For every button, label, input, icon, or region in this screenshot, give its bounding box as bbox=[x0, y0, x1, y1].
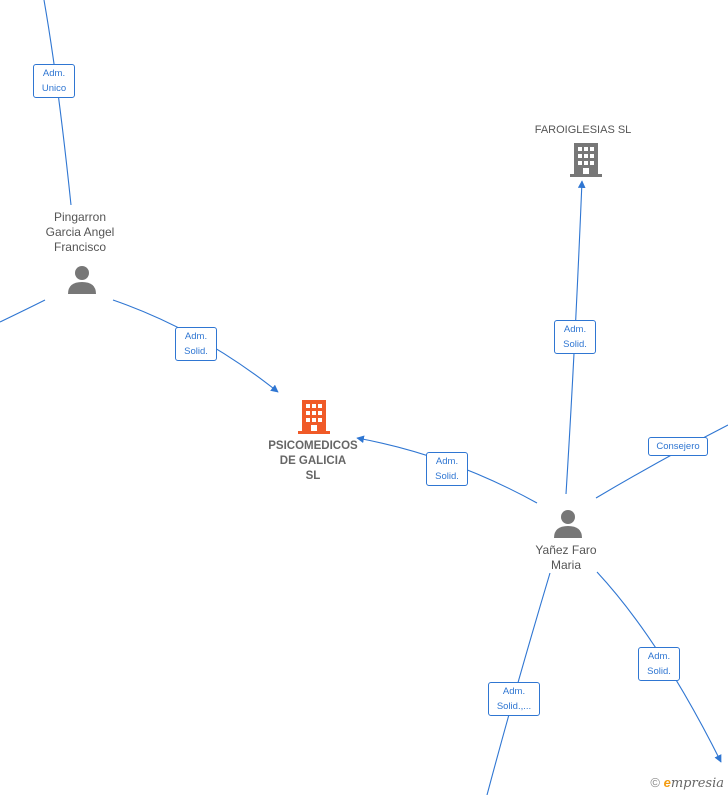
edge-label-adm-unico[interactable]: Adm. Unico bbox=[33, 64, 75, 98]
empresia-watermark: © empresia bbox=[650, 775, 724, 791]
building-icon bbox=[570, 143, 602, 177]
label-line: DE GALICIA bbox=[279, 455, 347, 467]
edge-label-line: Consejero bbox=[656, 441, 700, 452]
edge-label-line: Solid. bbox=[563, 339, 587, 350]
building-icon bbox=[298, 400, 330, 434]
edge-label-adm-solid[interactable]: Adm. Solid. bbox=[175, 327, 217, 361]
edge-label-line: Solid.,... bbox=[496, 701, 532, 712]
node-label-yanez[interactable]: Yañez Faro Maria bbox=[506, 543, 626, 573]
label-line: Maria bbox=[550, 558, 581, 572]
label-line: SL bbox=[305, 470, 321, 482]
edge-label-line: Solid. bbox=[647, 666, 671, 677]
empresia-logo-e: e bbox=[663, 775, 671, 790]
node-label-psicomedicos[interactable]: PSICOMEDICOS DE GALICIA SL bbox=[248, 439, 378, 484]
edge-label-line: Adm. bbox=[502, 686, 526, 697]
person-icon bbox=[554, 510, 582, 538]
label-line: Garcia Angel bbox=[45, 225, 115, 239]
edge-label-line: Solid. bbox=[435, 471, 459, 482]
node-label-pingarron[interactable]: Pingarron Garcia Angel Francisco bbox=[20, 210, 140, 255]
edge-left-offscreen bbox=[0, 299, 46, 323]
label-line: Francisco bbox=[53, 240, 106, 254]
label-line: PSICOMEDICOS bbox=[268, 440, 358, 452]
person-icon bbox=[68, 266, 96, 294]
edge-label-line: Adm. bbox=[647, 651, 671, 662]
label-line: Pingarron bbox=[53, 210, 107, 224]
edge-label-adm-solid-more[interactable]: Adm. Solid.,... bbox=[488, 682, 540, 716]
label-line: FAROIGLESIAS SL bbox=[534, 124, 632, 136]
node-label-faroiglesias[interactable]: FAROIGLESIAS SL bbox=[518, 123, 648, 138]
edge-label-adm-solid[interactable]: Adm. Solid. bbox=[638, 647, 680, 681]
empresia-brand: mpresia bbox=[670, 776, 724, 791]
label-line: Yañez Faro bbox=[535, 543, 597, 557]
edge-label-consejero[interactable]: Consejero bbox=[648, 437, 708, 456]
edge-label-line: Adm. bbox=[184, 331, 208, 342]
edge-label-adm-solid[interactable]: Adm. Solid. bbox=[554, 320, 596, 354]
edge-label-adm-solid[interactable]: Adm. Solid. bbox=[426, 452, 468, 486]
edge-label-line: Adm. bbox=[563, 324, 587, 335]
edge-label-line: Solid. bbox=[184, 346, 208, 357]
edge-top-to-pingarron bbox=[43, 0, 72, 206]
edge-label-line: Unico bbox=[41, 83, 67, 94]
edge-label-line: Adm. bbox=[42, 68, 66, 79]
copyright-icon: © bbox=[650, 775, 660, 790]
edge-yanez-to-right bbox=[595, 424, 728, 499]
edge-label-line: Adm. bbox=[435, 456, 459, 467]
